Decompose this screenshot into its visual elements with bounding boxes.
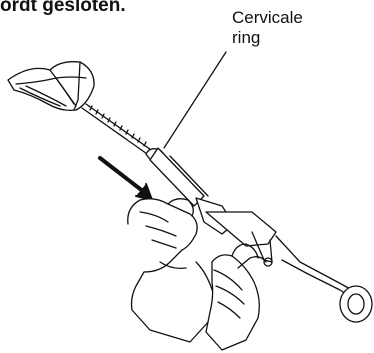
threaded-rod bbox=[82, 104, 154, 156]
left-hand bbox=[128, 199, 214, 342]
right-hand bbox=[206, 244, 266, 350]
cervical-cup bbox=[8, 62, 94, 111]
shaft bbox=[150, 148, 208, 206]
callout-leader-line bbox=[164, 52, 226, 148]
direction-arrow bbox=[100, 158, 152, 200]
